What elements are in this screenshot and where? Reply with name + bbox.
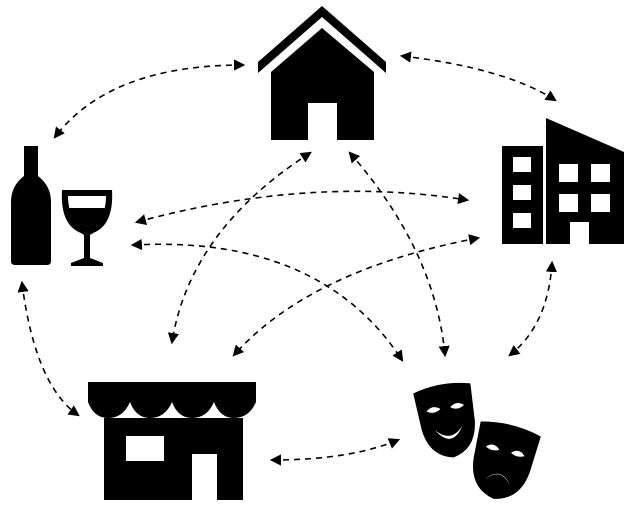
edge-home-bar [53,59,246,139]
edge-bar-office [134,190,470,226]
edge-home-theatre [348,151,450,358]
edge-bar-theatre [130,238,404,362]
office-building-icon [502,118,624,244]
theatre-masks-icon [413,382,541,499]
storefront-icon [88,382,256,500]
edge-office-theatre [508,260,558,357]
wine-bottle-glass-icon [11,146,113,266]
edge-home-office [399,51,557,102]
edge-office-shop [232,234,481,357]
edge-bar-shop [17,280,80,417]
edge-shop-theatre [269,438,401,466]
edge-home-shop [167,151,312,345]
edges [17,51,558,466]
house-icon [258,6,386,140]
